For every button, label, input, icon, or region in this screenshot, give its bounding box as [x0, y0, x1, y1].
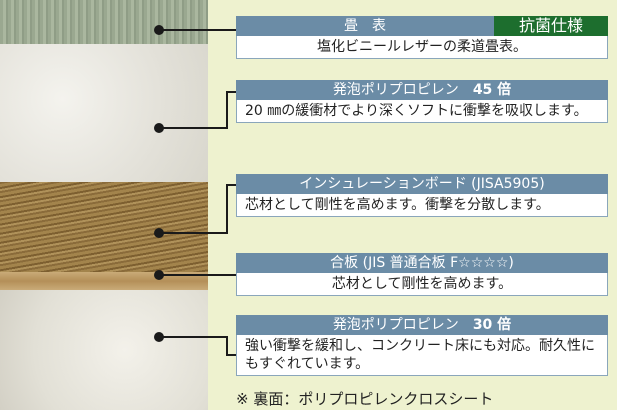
layer-header: 畳 表 抗菌仕様 [236, 16, 608, 36]
layer-box-foam-30: 発泡ポリプロピレン 30 倍 強い衝撃を緩和し、コンクリート床にも対応。耐久性にも… [236, 315, 608, 376]
layer-description: 芯材として剛性を高めます。衝撃を分散します。 [236, 194, 608, 217]
layer-header: インシュレーションボード (JISA5905) [236, 174, 608, 194]
layer-box-tatami: 畳 表 抗菌仕様 塩化ビニールレザーの柔道畳表。 [236, 16, 608, 59]
leader-line-4 [159, 274, 236, 276]
leader-line-3-vert [226, 184, 228, 234]
layer-description: 強い衝撃を緩和し、コンクリート床にも対応。耐久性にもすぐれています。 [236, 335, 608, 376]
foam-45-layer [0, 44, 208, 182]
layer-title: 合板 (JIS 普通合板 F☆☆☆☆) [330, 255, 514, 271]
back-side-note: ※ 裏面：ポリプロピレンクロスシート [236, 390, 494, 408]
layer-header: 発泡ポリプロピレン 30 倍 [236, 315, 608, 335]
antibacterial-badge: 抗菌仕様 [494, 16, 608, 36]
layer-box-plywood: 合板 (JIS 普通合板 F☆☆☆☆) 芯材として剛性を高めます。 [236, 253, 608, 296]
tatami-surface-layer [0, 0, 208, 44]
leader-line-1 [159, 29, 236, 31]
leader-line-2 [159, 127, 226, 129]
expansion-ratio: 45 倍 [472, 82, 512, 98]
layer-description: 芯材として剛性を高めます。 [236, 273, 608, 296]
expansion-ratio: 30 倍 [472, 317, 512, 333]
layer-title: 畳 表 [344, 18, 386, 34]
leader-line-3-top [226, 184, 236, 186]
foam-30-layer [0, 290, 208, 410]
layer-description: 塩化ビニールレザーの柔道畳表。 [236, 36, 608, 59]
mat-cross-section-photo [0, 0, 208, 410]
leader-line-5-bottom [226, 354, 236, 356]
layer-description: 20 ㎜の緩衝材でより深くソフトに衝撃を吸収します。 [236, 100, 608, 123]
layer-box-foam-45: 発泡ポリプロピレン 45 倍 20 ㎜の緩衝材でより深くソフトに衝撃を吸収します。 [236, 80, 608, 123]
leader-line-2-vert [226, 91, 228, 129]
leader-line-5 [159, 336, 226, 338]
layer-header: 発泡ポリプロピレン 45 倍 [236, 80, 608, 100]
layer-title: 発泡ポリプロピレン [332, 317, 459, 333]
leader-line-3 [159, 232, 226, 234]
leader-line-5-vert [226, 336, 228, 356]
layer-title: 発泡ポリプロピレン [332, 82, 459, 98]
layer-title: インシュレーションボード (JISA5905) [299, 176, 545, 192]
leader-line-2-top [226, 91, 236, 93]
layer-box-insulation: インシュレーションボード (JISA5905) 芯材として剛性を高めます。衝撃を… [236, 174, 608, 217]
insulation-board-layer [0, 182, 208, 272]
layer-header: 合板 (JIS 普通合板 F☆☆☆☆) [236, 253, 608, 273]
